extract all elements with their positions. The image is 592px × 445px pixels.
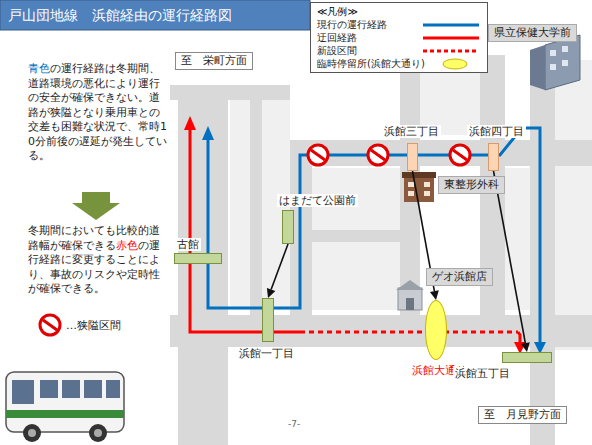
stop-name: はまだて公園前: [277, 194, 358, 207]
box-label: 至 月見野方面: [484, 408, 561, 422]
stop-name: 浜館三丁目: [382, 125, 441, 138]
bus-stop: 浜館三丁目: [407, 143, 418, 171]
legend-sample: [421, 19, 481, 31]
colored-word: 青色: [28, 62, 50, 75]
legend-title: ≪凡例≫: [317, 5, 481, 18]
legend-row: 迂回経路: [317, 31, 481, 44]
stop-name: 浜館一丁目: [237, 347, 296, 360]
bus-stop: 浜館四丁目: [488, 143, 499, 171]
box-label: 至 栄町方面: [181, 54, 247, 68]
stop-name: 浜館五丁目: [453, 367, 512, 380]
relocation-arrow: [494, 171, 530, 352]
bus-stop: 古館: [174, 253, 222, 264]
title-bar: 戸山団地線 浜館経由の運行経路図: [8, 6, 232, 24]
building-label: ゲオ浜館店: [426, 268, 493, 286]
legend-row: 臨時停留所(浜館大通り): [317, 57, 481, 70]
box-label: 東整形外科: [444, 178, 499, 192]
building-label: 県立保健大学前: [488, 24, 577, 42]
title-text: 戸山団地線 浜館経由の運行経路図: [8, 7, 232, 23]
building-label: 東整形外科: [438, 176, 505, 194]
box-label: ゲオ浜館店: [432, 270, 487, 284]
bus-stop: 浜館五丁目: [502, 352, 552, 363]
destination-box: 至 栄町方面: [175, 52, 253, 70]
legend-text: 新設区間: [317, 44, 357, 57]
legend-box: ≪凡例≫現行の運行経路迂回経路新設区間臨時停留所(浜館大通り): [310, 2, 488, 73]
relocation-arrow: [267, 244, 288, 298]
legend-text: 臨時停留所(浜館大通り): [317, 57, 425, 70]
bus-stop: はまだて公園前: [282, 210, 294, 244]
legend-row: 現行の運行経路: [317, 18, 481, 31]
legend-sample: [421, 45, 481, 57]
legend-text: 迂回経路: [317, 31, 357, 44]
stop-name: 古館: [175, 238, 201, 251]
destination-box: 至 月見野方面: [478, 406, 567, 424]
note-text: の運行経路は冬期間、道路環境の悪化により運行の安全が確保できない。道路が狭隘とな…: [28, 62, 167, 162]
explanation-text: 青色の運行経路は冬期間、道路環境の悪化により運行の安全が確保できない。道路が狭隘…: [28, 62, 170, 164]
legend-row: 新設区間: [317, 44, 481, 57]
box-label: 県立保健大学前: [494, 26, 571, 40]
explanation-text: 冬期間においても比較的道路幅が確保できる赤色の運行経路に変更することにより、事故…: [28, 224, 170, 297]
stop-name: 浜館四丁目: [467, 125, 526, 138]
legend-sample: [421, 32, 481, 44]
legend-text: 現行の運行経路: [317, 18, 387, 31]
page-number: -7-: [288, 419, 300, 429]
legend-sample: [425, 58, 481, 70]
symbol-note: …狭隘区間: [66, 318, 121, 333]
colored-word: 赤色: [116, 239, 138, 252]
bus-stop: 浜館一丁目: [262, 298, 274, 342]
temporary-stop: 浜館大通り: [425, 300, 447, 360]
